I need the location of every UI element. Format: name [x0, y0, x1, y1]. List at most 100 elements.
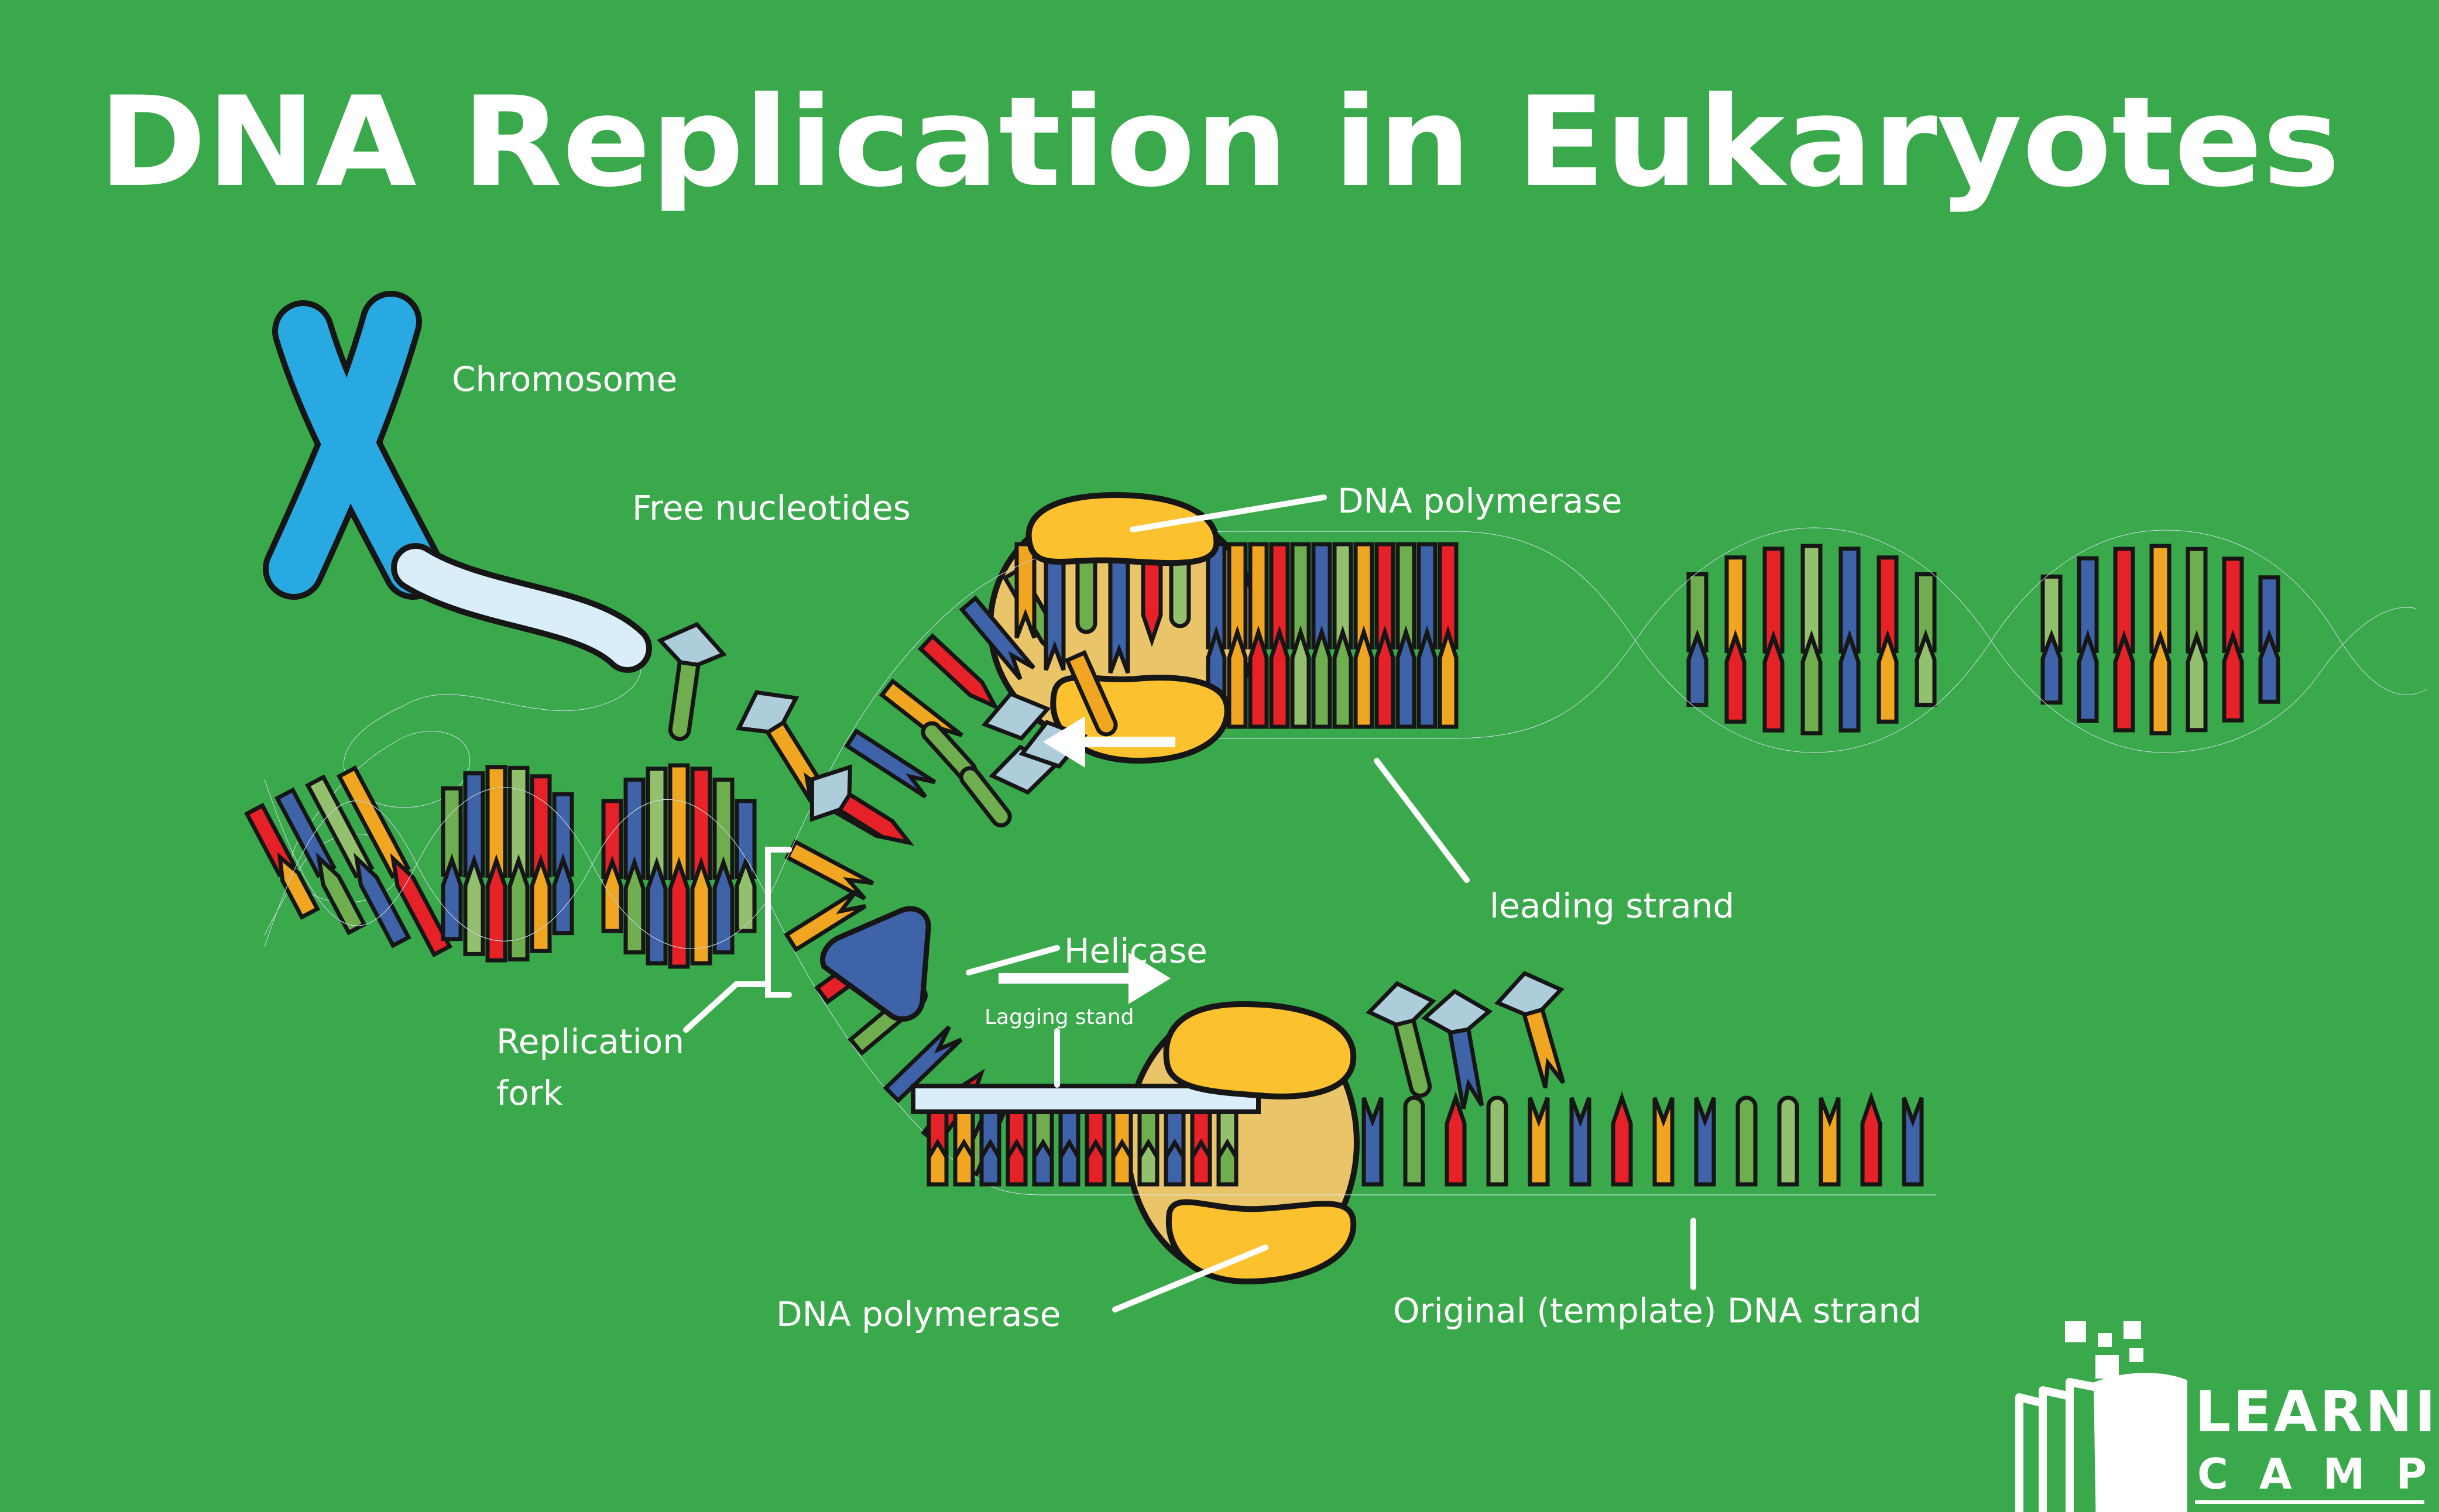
base-pair-bottom [1332, 625, 1353, 729]
base-pair-top [646, 767, 668, 881]
logo-learning-text: LEARNING [2195, 1379, 2439, 1445]
base-pair-bottom [1190, 1138, 1212, 1187]
base-pair-top [1227, 542, 1248, 650]
base-pair-top [2258, 575, 2280, 652]
base-pair-top [530, 774, 552, 878]
strand [1202, 527, 2417, 753]
template-base [1860, 1091, 1882, 1187]
base-pair-bottom [979, 1138, 1001, 1187]
upper-template-base [917, 633, 1000, 711]
base-pair-bottom [1353, 625, 1374, 729]
strand [264, 799, 769, 947]
dna-polymerase-bottom-lobes [1163, 1001, 1357, 1285]
strand [767, 530, 2427, 900]
lower-template-base [784, 889, 867, 953]
pointer-dna-polymerase-bottom [1112, 1245, 1268, 1312]
incoming-nucleotide [1064, 650, 1118, 737]
template-base [1902, 1097, 1924, 1187]
free-nucleotide [836, 791, 915, 846]
base-pair-bottom [390, 853, 452, 958]
base-pair-top [1416, 542, 1438, 650]
parent-helix-strands [264, 779, 769, 949]
base-pair-top [1724, 555, 1747, 654]
parent-helix-bases [244, 763, 757, 969]
base-pair-top [1395, 542, 1416, 650]
base-pair-bottom [1438, 625, 1459, 729]
base-pair-bottom [1137, 1138, 1160, 1187]
base-pair-bottom [1269, 625, 1290, 729]
label-leading-strand: leading strand [1490, 886, 1734, 926]
base-pair-top [552, 792, 574, 877]
base-pair-bottom [530, 854, 552, 953]
dna-polymerase-top-upper-lobe [1025, 492, 1220, 566]
base-pair-bottom [1227, 625, 1248, 729]
template-base [1528, 1097, 1550, 1187]
template-base [1694, 1097, 1716, 1187]
label-original-strand: Original (template) DNA strand [1393, 1291, 1922, 1331]
base-pair-bottom [1085, 1138, 1107, 1187]
base-pair-bottom [1800, 630, 1823, 736]
label-lagging-strand: Lagging stand [984, 1005, 1134, 1029]
template-base [1611, 1091, 1633, 1187]
base-pair-bottom [953, 1138, 975, 1187]
base-pair-bottom [668, 857, 690, 969]
base-pair-bottom [2040, 629, 2063, 705]
base-pair-bottom [1724, 629, 1747, 724]
elearning-campus-logo: e LEARNING C A M P U S [2015, 1321, 2439, 1512]
free-nucleotide [1447, 1027, 1484, 1109]
base-pair-bottom [927, 1138, 949, 1187]
base-pair-bottom [2186, 630, 2208, 733]
upper-template-base [843, 728, 937, 799]
base-pair-top [1374, 542, 1395, 650]
page-title: DNA Replication in Eukaryotes [98, 70, 2340, 214]
chromosome-arm [269, 297, 416, 594]
base-pair-bottom [485, 854, 507, 963]
base-pair-bottom [712, 856, 735, 955]
unwound-dna-coil [264, 543, 652, 936]
base-pair-top [305, 774, 375, 879]
base-pair-bottom [1032, 1138, 1054, 1187]
base-pair-top [735, 799, 757, 879]
template-base [1569, 1097, 1591, 1187]
strand [264, 779, 769, 949]
base-pair-bottom [735, 855, 757, 933]
base-pair-top [690, 767, 712, 881]
base-pair-bottom [2113, 630, 2135, 733]
label-replication-fork-line2: fork [496, 1073, 563, 1113]
base-pair-bottom [1216, 1138, 1239, 1187]
base-pair-bottom [1686, 629, 1709, 707]
base-pair-top [2040, 574, 2063, 652]
base-pair-bottom [1838, 630, 1861, 733]
base-pair-top [1290, 542, 1311, 650]
base-pair-top [1332, 542, 1353, 650]
free-nucleotide [668, 659, 701, 741]
pointer-dna-polymerase-top [1130, 494, 1327, 532]
dna-polymerase-bottom-upper-lobe [1163, 1001, 1357, 1099]
upper-template-base [959, 595, 1035, 681]
base-pair-top [485, 765, 507, 878]
base-pair-top [1762, 547, 1785, 654]
base-pair-bottom [552, 853, 574, 936]
strand [767, 899, 1937, 1195]
base-pair-top [2149, 544, 2172, 654]
base-pair-bottom [441, 853, 463, 941]
base-pair-top [2077, 556, 2099, 654]
base-pair-top [463, 771, 485, 878]
base-pair-top [668, 763, 690, 881]
template-base [1361, 1097, 1384, 1187]
base-pair-top [2186, 547, 2208, 654]
label-dna-polymerase-bottom: DNA polymerase [776, 1294, 1061, 1334]
replication-fork-bracket [765, 847, 792, 998]
free-nucleotide [1392, 1018, 1432, 1098]
free-nucleotide [1521, 1007, 1566, 1089]
label-replication-fork-line1: Replication [496, 1022, 684, 1061]
base-pair-bottom [1006, 1138, 1028, 1187]
lower-template-base [883, 1025, 963, 1104]
template-base [1819, 1097, 1841, 1187]
base-pair-bottom [2077, 629, 2099, 723]
base-pair-bottom [463, 854, 485, 956]
template-base [1777, 1095, 1799, 1187]
